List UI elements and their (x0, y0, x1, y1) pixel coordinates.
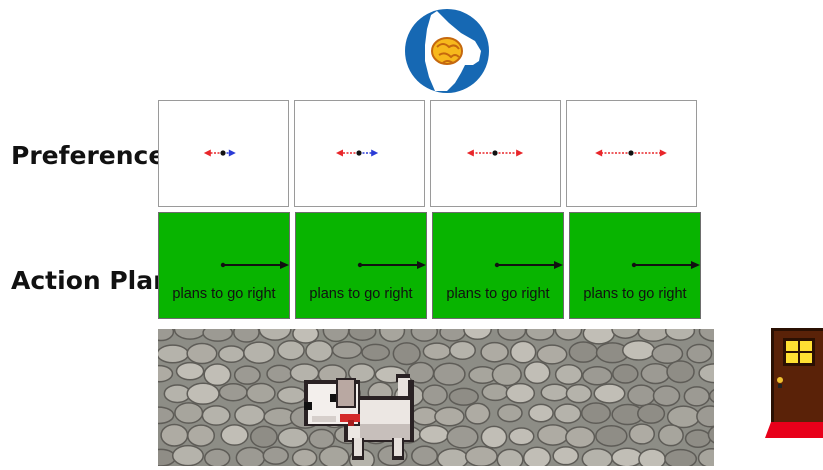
preference-panel (566, 100, 697, 207)
right-arrowhead (516, 150, 523, 157)
left-arrowhead (467, 150, 474, 157)
left-arrowhead (204, 150, 211, 157)
cobblestone-ground (158, 329, 714, 466)
preference-panel (158, 100, 289, 207)
action-plan-panel: plans to go right (158, 212, 290, 319)
action-plan-text: plans to go right (570, 286, 700, 302)
right-arrow-icon (433, 213, 563, 318)
action-plan-panel: plans to go right (295, 212, 427, 319)
right-arrowhead (660, 150, 667, 157)
preference-panels (158, 100, 697, 207)
agent-dot (220, 150, 225, 155)
right-arrowhead (229, 150, 236, 157)
left-arrowhead (595, 150, 602, 157)
preference-panel (294, 100, 425, 207)
right-arrow-icon (570, 213, 700, 318)
action-plan-panel: plans to go right (569, 212, 701, 319)
right-arrow-icon (159, 213, 289, 318)
preference-label: Preference (11, 141, 165, 170)
right-arrow-icon (296, 213, 426, 318)
agent-dot (356, 150, 361, 155)
agent-dot (628, 150, 633, 155)
door-icon (765, 328, 823, 442)
action-plan-label: Action Plan (11, 266, 171, 295)
action-plan-text: plans to go right (159, 286, 289, 302)
action-plan-panel: plans to go right (432, 212, 564, 319)
right-arrowhead (371, 150, 378, 157)
left-arrowhead (336, 150, 343, 157)
dog-brain-logo-icon (403, 7, 491, 99)
preference-panel (430, 100, 561, 207)
action-plan-text: plans to go right (433, 286, 563, 302)
agent-dot (492, 150, 497, 155)
action-plan-panels: plans to go right plans to go right plan… (158, 212, 701, 319)
dog-sprite (300, 372, 426, 470)
action-plan-text: plans to go right (296, 286, 426, 302)
